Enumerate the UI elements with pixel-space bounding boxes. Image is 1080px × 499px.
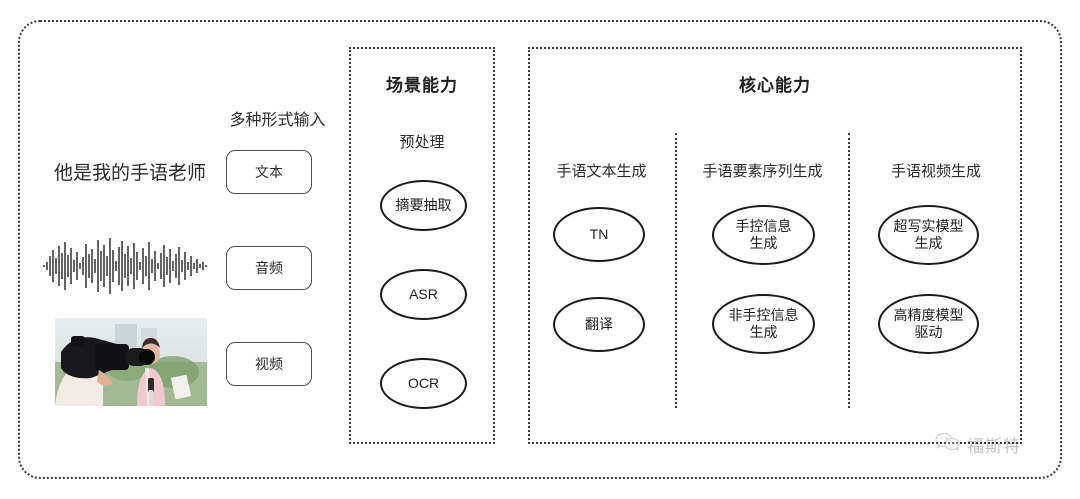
node-label: 超写实模型生成 [893, 218, 964, 251]
core-capability-title: 核心能力 [739, 76, 811, 95]
input-modality-audio[interactable]: 音频 [226, 246, 312, 290]
input-section-heading: 多种形式输入 [229, 112, 326, 129]
node-translation[interactable]: 翻译 [553, 297, 645, 352]
node-label: OCR [407, 375, 440, 392]
node-manual-info-generation[interactable]: 手控信息生成 [712, 205, 815, 265]
scene-capability-box [349, 47, 495, 444]
watermark: 福斯特 [905, 432, 1021, 457]
node-label: 摘要抽取 [395, 197, 452, 214]
core-column-label-video-generation: 手语视频生成 [890, 163, 981, 180]
input-modality-text-label: 文本 [255, 164, 283, 180]
node-photorealistic-model-generation[interactable]: 超写实模型生成 [878, 205, 979, 265]
node-label: 非手控信息生成 [728, 307, 799, 340]
watermark-label: 福斯特 [967, 437, 1021, 456]
video-thumbnail-image [55, 318, 207, 406]
scene-capability-subtitle: 预处理 [399, 134, 445, 151]
node-label: TN [589, 226, 609, 243]
input-modality-audio-label: 音频 [255, 260, 283, 276]
node-label: 手控信息生成 [735, 218, 792, 251]
core-capability-box [528, 47, 1022, 444]
sample-text-line: 他是我的手语老师 [53, 163, 206, 184]
node-label: ASR [409, 286, 438, 303]
node-summary-extraction[interactable]: 摘要抽取 [380, 180, 467, 231]
core-column-label-text-generation: 手语文本生成 [556, 163, 647, 180]
watermark-dots [905, 442, 929, 447]
node-ocr[interactable]: OCR [380, 358, 467, 409]
core-column-label-element-sequence: 手语要素序列生成 [702, 163, 823, 180]
core-column-divider-2 [848, 133, 850, 408]
audio-waveform-icon [42, 236, 210, 296]
node-non-manual-info-generation[interactable]: 非手控信息生成 [712, 294, 815, 354]
input-modality-text[interactable]: 文本 [226, 150, 312, 194]
core-column-divider-1 [675, 133, 677, 408]
input-modality-video-label: 视频 [255, 356, 283, 372]
input-modality-video[interactable]: 视频 [226, 342, 312, 386]
node-label: 翻译 [585, 316, 613, 333]
outer-frame [18, 20, 1062, 479]
node-high-precision-model-driving[interactable]: 高精度模型驱动 [878, 294, 979, 354]
node-tn[interactable]: TN [553, 207, 645, 262]
scene-capability-title: 场景能力 [386, 76, 458, 95]
wechat-logo-icon [935, 432, 961, 457]
node-asr[interactable]: ASR [380, 269, 467, 320]
node-label: 高精度模型驱动 [893, 307, 964, 340]
